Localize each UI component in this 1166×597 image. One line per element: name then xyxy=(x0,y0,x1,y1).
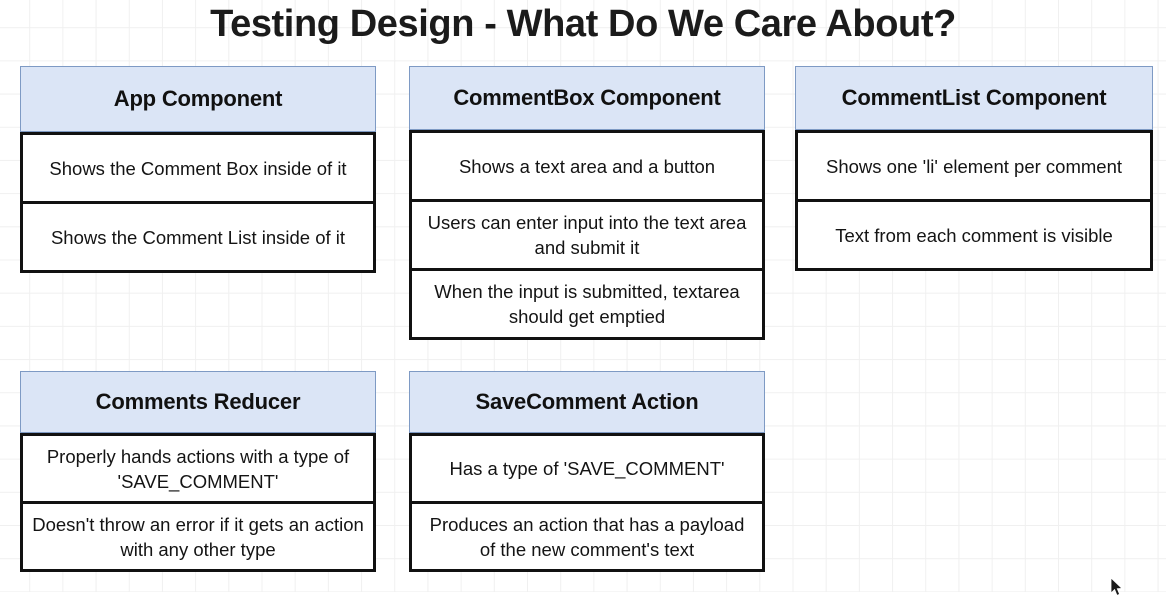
card-header-savecomment-action: SaveComment Action xyxy=(409,371,765,433)
card-rows-savecomment-action: Has a type of 'SAVE_COMMENT' Produces an… xyxy=(409,433,765,572)
card-row: Shows one 'li' element per comment xyxy=(798,130,1150,199)
card-header-app-component: App Component xyxy=(20,66,376,132)
card-header-commentlist-component: CommentList Component xyxy=(795,66,1153,130)
card-rows-comments-reducer: Properly hands actions with a type of 'S… xyxy=(20,433,376,572)
card-row: Text from each comment is visible xyxy=(798,199,1150,268)
card-row: Shows the Comment Box inside of it xyxy=(23,132,373,201)
page-title: Testing Design - What Do We Care About? xyxy=(210,3,956,45)
card-commentlist-component[interactable]: CommentList Component Shows one 'li' ele… xyxy=(795,66,1153,271)
card-rows-commentlist-component: Shows one 'li' element per comment Text … xyxy=(795,130,1153,271)
card-header-comments-reducer: Comments Reducer xyxy=(20,371,376,433)
card-row: Doesn't throw an error if it gets an act… xyxy=(23,501,373,569)
card-commentbox-component[interactable]: CommentBox Component Shows a text area a… xyxy=(409,66,765,340)
card-row: Shows the Comment List inside of it xyxy=(23,201,373,270)
card-app-component[interactable]: App Component Shows the Comment Box insi… xyxy=(20,66,376,273)
card-row: Users can enter input into the text area… xyxy=(412,199,762,268)
card-rows-commentbox-component: Shows a text area and a button Users can… xyxy=(409,130,765,340)
card-savecomment-action[interactable]: SaveComment Action Has a type of 'SAVE_C… xyxy=(409,371,765,572)
card-row: Shows a text area and a button xyxy=(412,130,762,199)
card-rows-app-component: Shows the Comment Box inside of it Shows… xyxy=(20,132,376,273)
card-row: Produces an action that has a payload of… xyxy=(412,501,762,569)
card-header-commentbox-component: CommentBox Component xyxy=(409,66,765,130)
card-row: Properly hands actions with a type of 'S… xyxy=(23,433,373,501)
card-comments-reducer[interactable]: Comments Reducer Properly hands actions … xyxy=(20,371,376,572)
card-row: When the input is submitted, textarea sh… xyxy=(412,268,762,337)
card-row: Has a type of 'SAVE_COMMENT' xyxy=(412,433,762,501)
